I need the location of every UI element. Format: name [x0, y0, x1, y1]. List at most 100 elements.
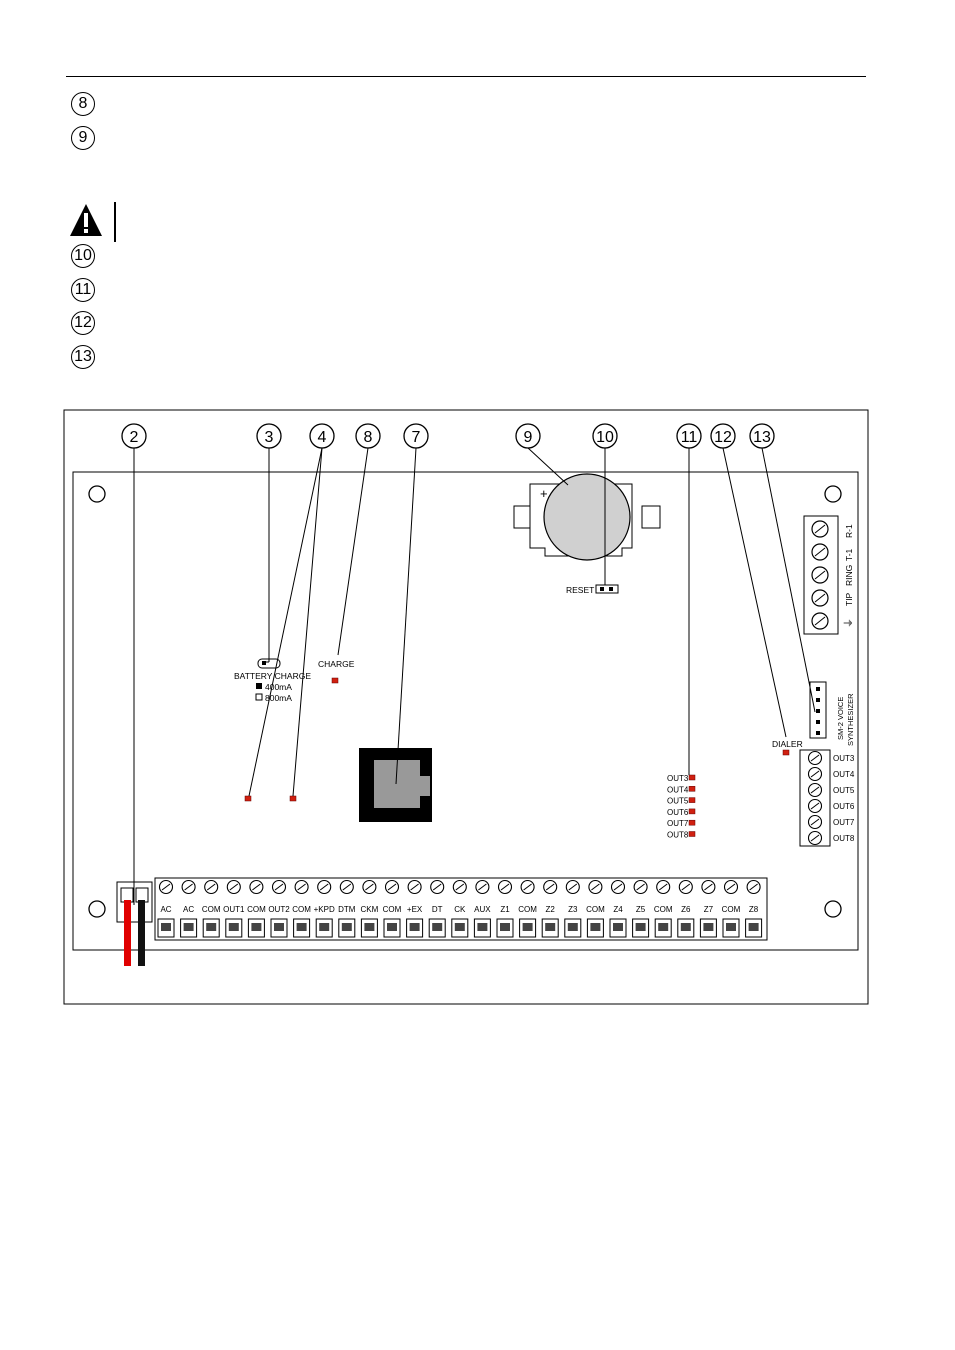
- led: [244, 795, 252, 802]
- terminal-socket-hole: [364, 923, 375, 931]
- callout-9: 9: [515, 423, 541, 449]
- terminal-socket-hole: [522, 923, 533, 931]
- diagram-frame: [63, 409, 869, 1005]
- callout-10: 10: [592, 423, 618, 449]
- led-label-out8: OUT8: [667, 831, 689, 840]
- legend-number-11: 11: [71, 278, 95, 302]
- terminal-label: COM: [586, 905, 605, 914]
- terminal-socket-hole: [454, 923, 465, 931]
- terminal-label: OUT2: [268, 905, 290, 914]
- led-out3: [688, 774, 696, 781]
- reset-label: RESET: [566, 585, 594, 595]
- warning-bar: [114, 202, 116, 242]
- callout-4: 4: [309, 423, 335, 449]
- terminal-label: +EX: [407, 905, 423, 914]
- terminal-label: Z1: [500, 905, 510, 914]
- terminal-label: COM: [722, 905, 741, 914]
- terminal-label-out7: OUT7: [833, 818, 855, 827]
- option-800ma: 800mA: [265, 693, 292, 703]
- mounting-hole: [824, 900, 842, 918]
- callout-7: 7: [403, 423, 429, 449]
- svg-text:8: 8: [364, 429, 373, 446]
- phone-label-ground: ⏚: [843, 618, 855, 628]
- terminal-label: COM: [383, 905, 402, 914]
- led: [289, 795, 297, 802]
- charge-led: [331, 677, 339, 684]
- terminal-socket-hole: [432, 923, 443, 931]
- terminal-socket-hole: [703, 923, 714, 931]
- mounting-hole: [88, 485, 106, 503]
- legend-number-13: 13: [71, 345, 95, 369]
- terminal-label: Z3: [568, 905, 578, 914]
- terminal-label: +KPD: [314, 905, 335, 914]
- led-out7: [688, 819, 696, 826]
- terminal-socket-hole: [477, 923, 488, 931]
- terminal-socket-hole: [341, 923, 352, 931]
- terminal-socket-hole: [228, 923, 239, 931]
- led-label-out7: OUT7: [667, 819, 689, 828]
- phone-label-ring: RING: [844, 565, 854, 586]
- svg-text:10: 10: [596, 429, 614, 446]
- terminal-socket-hole: [274, 923, 284, 931]
- terminal-label-out3: OUT3: [833, 754, 855, 763]
- terminal-label: CK: [454, 905, 466, 914]
- charge-label: CHARGE: [318, 659, 355, 669]
- terminal-label: DT: [432, 905, 443, 914]
- terminal-label: COM: [518, 905, 537, 914]
- terminal-label: COM: [654, 905, 673, 914]
- svg-text:3: 3: [265, 429, 274, 446]
- terminal-label: OUT1: [223, 905, 245, 914]
- terminal-label: Z2: [546, 905, 556, 914]
- callout-3: 3: [256, 423, 282, 449]
- terminal-socket-hole: [296, 923, 307, 931]
- reset-jumper: [595, 584, 619, 594]
- terminal-label: Z6: [681, 905, 691, 914]
- svg-text:11: 11: [681, 429, 698, 446]
- callout-2: 2: [121, 423, 147, 449]
- led-label-out4: OUT4: [667, 785, 689, 794]
- led-out4: [688, 786, 696, 792]
- terminal-socket-hole: [206, 923, 217, 931]
- pcb-board: [72, 471, 859, 951]
- terminal-socket-hole: [319, 923, 330, 931]
- svg-text:9: 9: [524, 429, 533, 446]
- black-wire: [138, 900, 145, 966]
- led-label-out6: OUT6: [667, 808, 689, 817]
- voice-label-1: SM-2 VOICE: [836, 697, 845, 740]
- option-400ma: 400mA: [265, 682, 292, 692]
- terminal-label: AC: [183, 905, 194, 914]
- battery-holder: +: [513, 473, 661, 561]
- terminal-label: COM: [202, 905, 221, 914]
- terminal-label: Z4: [613, 905, 623, 914]
- legend-number-9: 9: [71, 126, 95, 150]
- legend-number-8: 8: [71, 92, 95, 116]
- phone-label-tip: TIP: [844, 592, 854, 606]
- terminal-label: AUX: [474, 905, 491, 914]
- svg-text:2: 2: [130, 429, 139, 446]
- terminal-socket-hole: [658, 923, 669, 931]
- terminal-socket-hole: [567, 923, 578, 931]
- callout-lines: [133, 447, 816, 905]
- terminal-socket-hole: [161, 923, 171, 931]
- svg-text:12: 12: [714, 429, 732, 446]
- mounting-hole: [824, 485, 842, 503]
- power-connector: [116, 881, 153, 966]
- callout-13: 13: [749, 423, 775, 449]
- led-label-out5: OUT5: [667, 797, 689, 806]
- phone-label-r1: R-1: [844, 524, 854, 538]
- terminal-label-out5: OUT5: [833, 786, 855, 795]
- terminal-label: AC: [160, 905, 171, 914]
- led-out5: [688, 797, 696, 803]
- terminal-label: DTM: [338, 905, 356, 914]
- terminal-socket-hole: [680, 923, 691, 931]
- terminal-label: COM: [292, 905, 311, 914]
- dialer-label: DIALER: [772, 739, 803, 749]
- backup-battery: [543, 473, 631, 561]
- terminal-label: Z5: [636, 905, 646, 914]
- terminal-label-out8: OUT8: [833, 834, 855, 843]
- terminal-socket-hole: [545, 923, 556, 931]
- terminal-socket-hole: [409, 923, 420, 931]
- legend-number-10: 10: [71, 244, 95, 268]
